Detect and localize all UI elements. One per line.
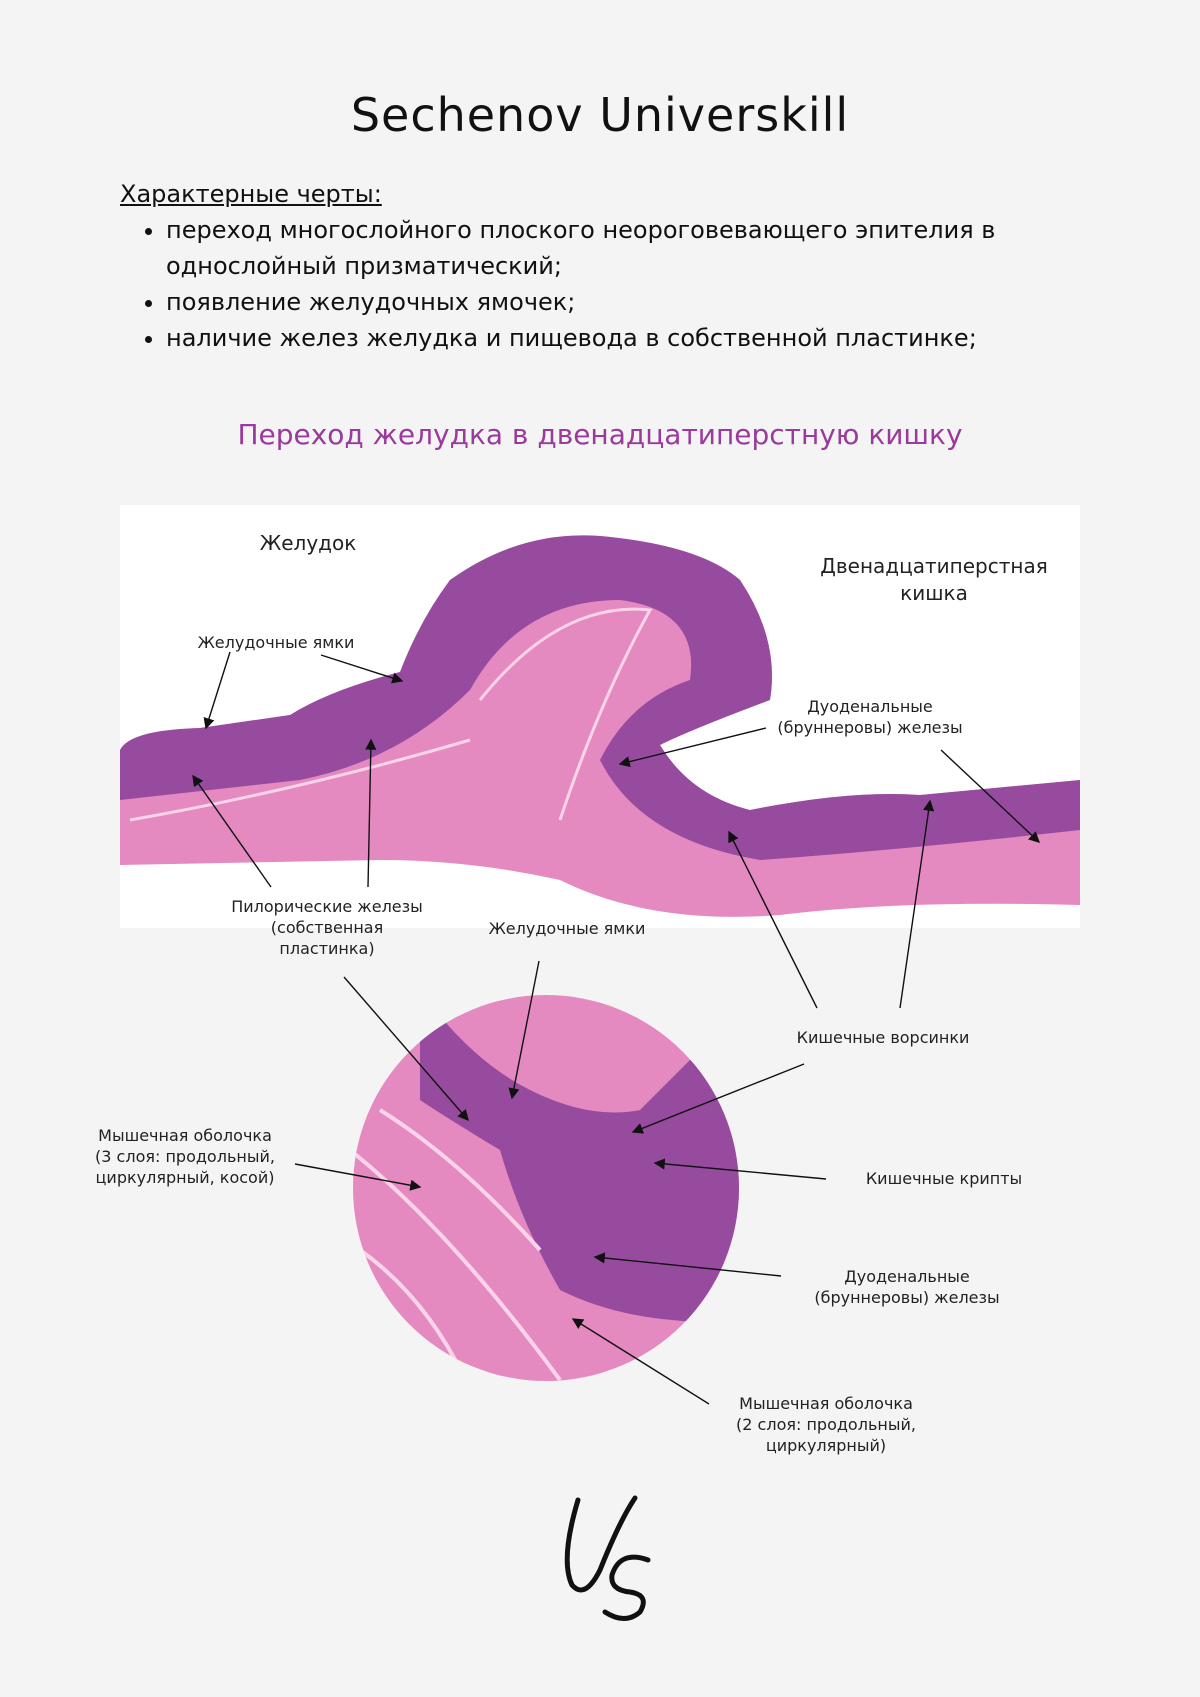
label-gastric-pits-top: Желудочные ямки (197, 633, 355, 652)
label-brunner-bottom: Дуоденальные (бруннеровы) железы (814, 1266, 999, 1308)
page-title: Sechenov Universkill (350, 88, 850, 142)
annotation-arrows (192, 651, 1041, 1405)
label-line: (бруннеровы) железы (814, 1288, 1000, 1307)
label-brunner-top: Дуоденальные (бруннеровы) железы (777, 696, 962, 738)
label-line: Дуоденальные (844, 1267, 970, 1286)
label-pyloric-glands: Пилорические железы (собственная пластинка… (231, 896, 423, 959)
feature-item: переход многослойного плоского неорогове… (166, 212, 1166, 284)
label-line: (3 слоя: продольный, (95, 1147, 275, 1166)
label-line: пластинка) (279, 939, 375, 958)
features-heading: Характерные черты: (120, 180, 382, 208)
label-line: Дуоденальные (807, 697, 933, 716)
section-subtitle: Переход желудка в двенадцатиперстную киш… (237, 418, 963, 451)
tissue-overview-image (120, 535, 1080, 917)
label-line: Двенадцатиперстная (820, 554, 1048, 578)
label-line: (собственная (270, 918, 384, 937)
label-line: Мышечная оболочка (739, 1394, 913, 1413)
label-line: (бруннеровы) железы (777, 718, 963, 737)
label-muscle-3-layers: Мышечная оболочка (3 слоя: продольный, цир… (95, 1125, 275, 1188)
label-duodenum: Двенадцатиперстная кишка (820, 553, 1047, 607)
label-line: Пилорические железы (231, 897, 423, 916)
label-line: кишка (900, 581, 968, 605)
features-list: переход многослойного плоского неорогове… (140, 212, 1166, 356)
label-line: циркулярный, косой) (95, 1168, 275, 1187)
logo-icon (564, 1495, 651, 1621)
label-line: циркулярный) (765, 1436, 887, 1455)
label-crypts: Кишечные крипты (865, 1169, 1023, 1188)
tissue-zoom-circle (353, 995, 739, 1381)
label-line: Мышечная оболочка (98, 1126, 272, 1145)
label-stomach: Желудок (259, 531, 357, 555)
feature-item: наличие желез желудка и пищевода в собст… (166, 320, 1166, 356)
label-villi: Кишечные ворсинки (796, 1028, 970, 1047)
feature-item: появление желудочных ямочек; (166, 284, 1166, 320)
label-line: (2 слоя: продольный, (736, 1415, 916, 1434)
label-gastric-pits-mid: Желудочные ямки (488, 919, 646, 938)
label-muscle-2-layers: Мышечная оболочка (2 слоя: продольный, цир… (736, 1393, 916, 1456)
